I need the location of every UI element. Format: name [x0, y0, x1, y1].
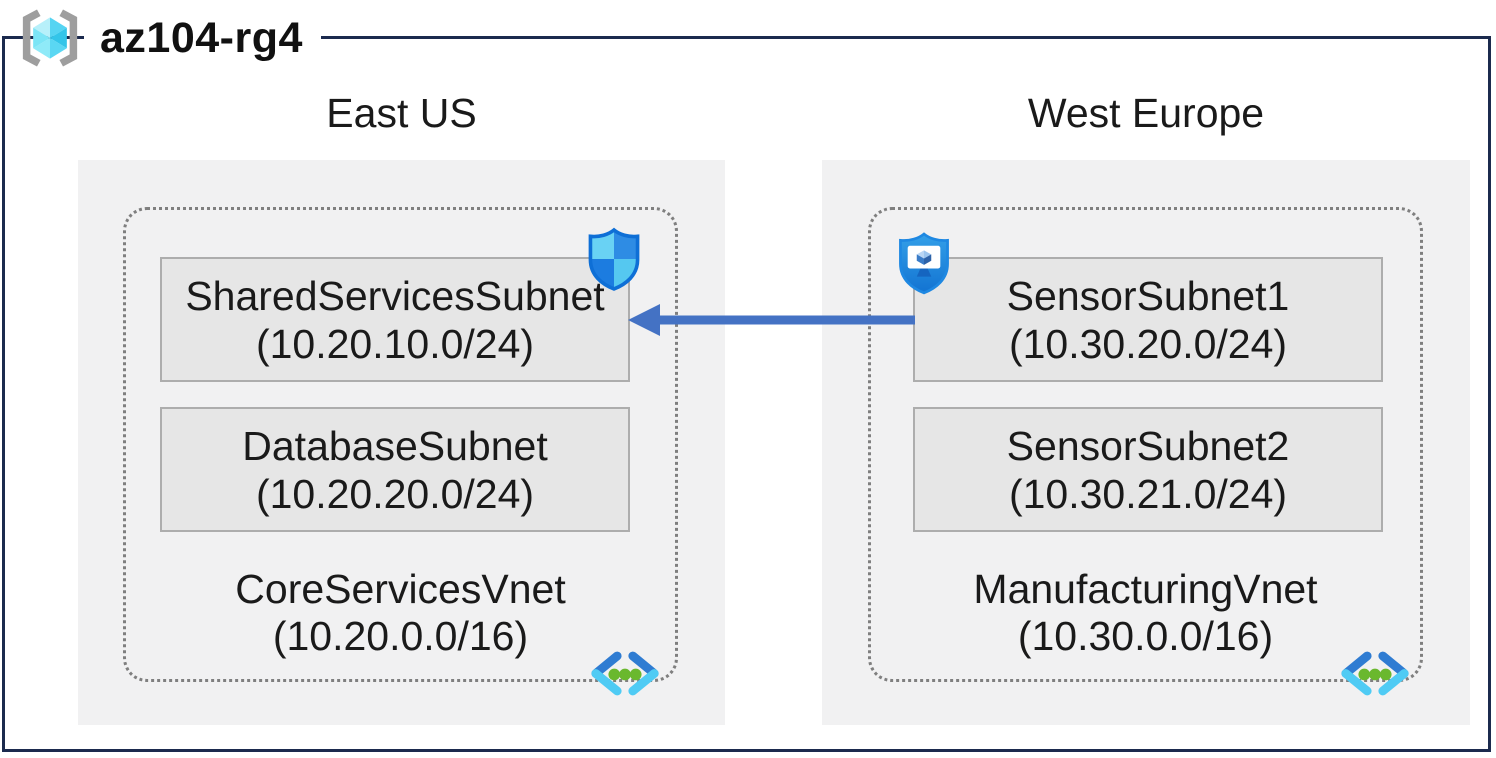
peering-arrow: [628, 304, 915, 336]
resource-group-title: az104-rg4: [84, 6, 321, 70]
monitor-shield-icon: [899, 232, 949, 295]
resource-group-header: az104-rg4: [16, 6, 321, 70]
vnet-cidr: (10.20.0.0/16): [272, 613, 529, 659]
vnet-name: ManufacturingVnet: [973, 566, 1318, 612]
subnet-name: SensorSubnet1: [1006, 272, 1290, 319]
subnet-cidr: (10.30.20.0/24): [1008, 320, 1288, 367]
vnet-label-manufacturing: ManufacturingVnet (10.30.0.0/16): [868, 566, 1423, 660]
subnet-box-sensorsubnet2: SensorSubnet2 (10.30.21.0/24): [913, 407, 1383, 532]
subnet-box-sharedservices: SharedServicesSubnet (10.20.10.0/24): [160, 257, 630, 382]
subnet-name: SharedServicesSubnet: [185, 272, 605, 319]
resource-group-icon: [22, 9, 78, 67]
subnet-cidr: (10.20.10.0/24): [255, 320, 535, 367]
virtual-network-icon: [591, 651, 659, 696]
virtual-network-icon: [1341, 651, 1409, 696]
region-label-east-us: East US: [326, 90, 477, 136]
vnet-cidr: (10.30.0.0/16): [1017, 613, 1274, 659]
defender-shield-icon: [588, 227, 640, 291]
region-label-west-europe: West Europe: [1027, 90, 1265, 136]
subnet-box-database: DatabaseSubnet (10.20.20.0/24): [160, 407, 630, 532]
subnet-box-sensorsubnet1: SensorSubnet1 (10.30.20.0/24): [913, 257, 1383, 382]
subnet-name: DatabaseSubnet: [242, 422, 548, 469]
subnet-cidr: (10.30.21.0/24): [1008, 470, 1288, 517]
subnet-name: SensorSubnet2: [1006, 422, 1290, 469]
vnet-container-coreservices: [123, 207, 678, 682]
vnet-label-coreservices: CoreServicesVnet (10.20.0.0/16): [123, 566, 678, 660]
vnet-container-manufacturing: [868, 207, 1423, 682]
subnet-cidr: (10.20.20.0/24): [255, 470, 535, 517]
vnet-name: CoreServicesVnet: [235, 566, 566, 612]
resource-group-border: [2, 36, 1491, 752]
